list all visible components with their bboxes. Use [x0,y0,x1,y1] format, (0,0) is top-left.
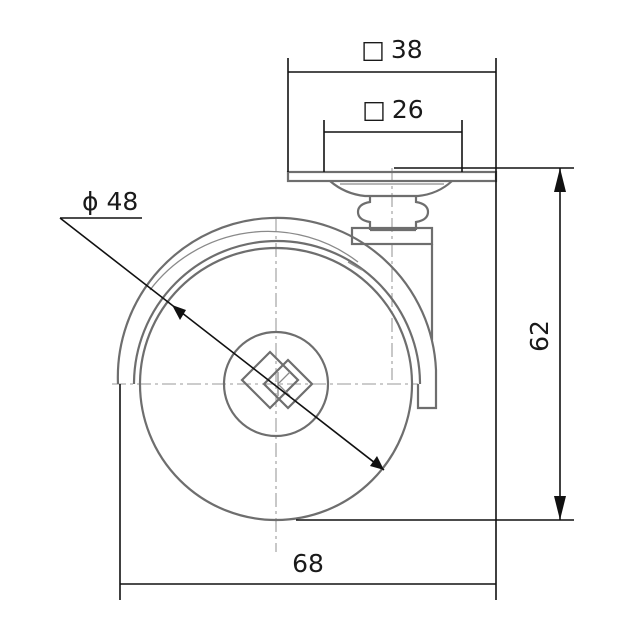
height-label: 62 [525,320,554,352]
plate-outer-label: □38 [361,35,422,64]
dimension-width: 68 [119,172,497,600]
wheel-hub [222,330,330,438]
height-arrow-bottom-icon [554,496,566,520]
brand-logo-icon [240,350,314,410]
center-lines [112,168,418,552]
wheel [138,246,414,522]
hood-outer-arc [116,216,438,410]
width-label: 68 [292,549,324,578]
swivel-bearing-housing [329,180,453,198]
dimension-plate-outer: □38 [287,35,497,172]
fork-hood [116,216,438,410]
stem-collar [356,196,430,230]
hood-rivet [347,261,363,271]
diameter-arrow-upper-icon [172,305,186,320]
diameter-arrow-lower-icon [370,456,384,470]
dimension-plate-inner: □26 [323,95,463,172]
wheel-rim [138,246,414,522]
plate-inner-label: □26 [362,95,423,124]
hood-inner-arc [132,239,422,385]
dimension-height: 62 [296,167,574,521]
height-arrow-top-icon [554,168,566,192]
hood-detail-arc [149,230,359,291]
